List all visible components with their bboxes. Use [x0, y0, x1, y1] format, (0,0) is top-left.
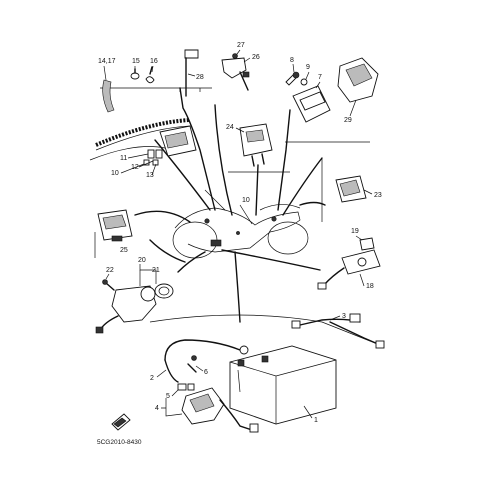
group-leader-lines: [134, 87, 326, 323]
part-wire-2: [164, 339, 249, 383]
part-fuse-5: [177, 383, 195, 391]
part-switch-29: [337, 57, 379, 103]
part-relay-7: [292, 85, 331, 123]
callout-leaders: [103, 49, 373, 419]
part-bolt-22: [102, 279, 115, 291]
callout-7: 7: [318, 74, 322, 81]
callout-28: 28: [196, 74, 204, 81]
part-wire-harness: [95, 118, 191, 151]
part-lead-3: [291, 313, 385, 349]
part-bracket-19: [359, 237, 375, 251]
part-cable-clamp-14-17: [102, 79, 115, 113]
part-relay-24: [239, 123, 273, 167]
callout-6: 6: [204, 369, 208, 376]
part-nut-9: [300, 78, 308, 86]
callout-29: 29: [344, 117, 352, 124]
callout-14-17: 14,17: [98, 58, 116, 65]
callout-25: 25: [120, 247, 128, 254]
callout-20: 20: [138, 257, 146, 264]
part-band-28: [184, 49, 199, 97]
diagram-code: 5CG2010-8430: [97, 439, 142, 446]
motorcycle-outline: [172, 189, 309, 259]
part-oring-21: [154, 283, 174, 299]
part-collar-15: [130, 68, 140, 80]
bracket-lines: [89, 87, 381, 346]
callout-18: 18: [366, 283, 374, 290]
part-relay-25: [97, 209, 133, 242]
callout-15: 15: [132, 58, 140, 65]
callout-1: 1: [314, 417, 318, 424]
part-clip-16: [145, 66, 155, 84]
callout-11: 11: [120, 155, 127, 162]
callout-24: 24: [226, 124, 234, 131]
callout-27: 27: [237, 42, 245, 49]
callout-8: 8: [290, 57, 294, 64]
callout-9: 9: [306, 64, 310, 71]
callout-2: 2: [150, 375, 154, 382]
part-sensor-20: [95, 285, 157, 334]
part-clamps-11-12-13: [143, 149, 163, 166]
callout-19: 19: [351, 228, 359, 235]
part-relay-23: [335, 175, 367, 203]
callout-3: 3: [342, 313, 346, 320]
callout-13: 13: [146, 172, 154, 179]
part-ecu-holder: [159, 125, 197, 157]
part-relay-4: [181, 387, 259, 433]
part-bolt-6: [187, 355, 197, 373]
callout-10-top: 10: [111, 170, 119, 177]
front-arrow-icon: [111, 413, 131, 431]
part-switch-18: [317, 249, 381, 290]
callout-23: 23: [374, 192, 382, 199]
part-screw-27: [232, 53, 238, 59]
battery-marker-icon: [210, 239, 222, 247]
callout-16: 16: [150, 58, 158, 65]
callout-26: 26: [252, 54, 260, 61]
callout-10-center: 10: [242, 197, 250, 204]
callout-22: 22: [106, 267, 114, 274]
callout-4: 4: [155, 405, 159, 412]
callout-5: 5: [166, 393, 170, 400]
part-battery-1: [229, 345, 337, 425]
part-sensor-26: [221, 57, 250, 91]
part-bolt-8: [285, 71, 300, 86]
